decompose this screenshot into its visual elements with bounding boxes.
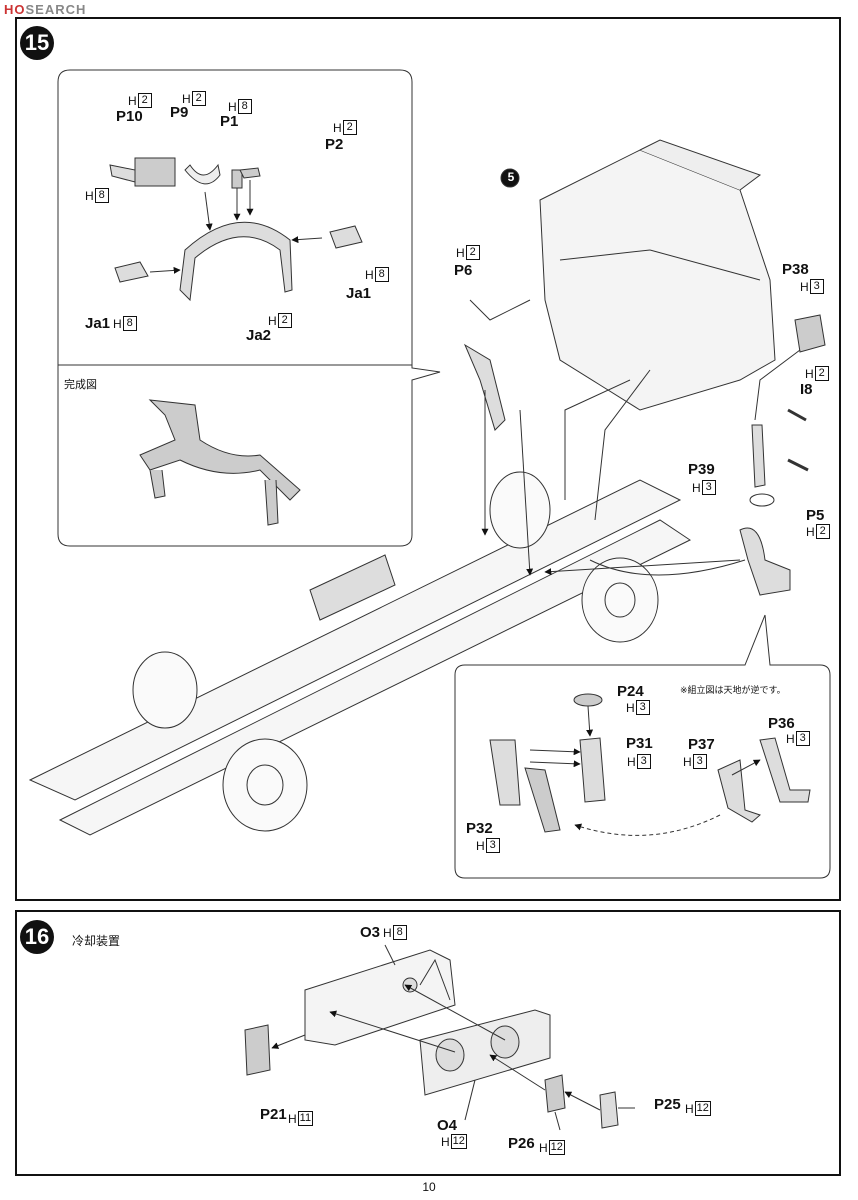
part-p5-label: P5 bbox=[806, 507, 825, 524]
rear-wheel-2 bbox=[222, 738, 308, 832]
step16-number: 16 bbox=[20, 920, 54, 954]
part-p21-drawing bbox=[244, 1024, 271, 1076]
part-p39-label: P39 bbox=[688, 461, 715, 478]
part-p25-label: P25 bbox=[654, 1096, 681, 1113]
part-p10-label: P10 bbox=[116, 108, 143, 125]
step16-title: 冷却装置 bbox=[72, 934, 121, 948]
part-o3-label: O3 bbox=[360, 924, 381, 941]
part-p9-drawing bbox=[184, 163, 221, 185]
part-p24-label: P24 bbox=[617, 683, 644, 700]
watermark-prefix: HO bbox=[4, 2, 26, 17]
part-p25-drawing bbox=[599, 1091, 619, 1129]
part-p37-drawing bbox=[717, 759, 761, 823]
part-p32-drawing bbox=[489, 739, 521, 806]
part-p1-label: P1 bbox=[220, 113, 239, 130]
part-p2-label: P2 bbox=[325, 136, 344, 153]
part-ja2-label: Ja2 bbox=[246, 327, 272, 344]
part-o4-label: O4 bbox=[437, 1117, 458, 1134]
page-number: 10 bbox=[422, 1180, 436, 1194]
inset-panel bbox=[57, 69, 441, 547]
part-p31-label: P31 bbox=[626, 735, 653, 752]
part-p26-label: P26 bbox=[508, 1135, 535, 1152]
part-p38-label: P38 bbox=[782, 261, 809, 278]
cab-ref-number: 5 bbox=[507, 170, 515, 184]
part-p39-drawing bbox=[751, 424, 766, 488]
watermark: HOSEARCH bbox=[4, 2, 86, 17]
part-ja1-left-drawing bbox=[114, 261, 149, 283]
rear-wheel-1 bbox=[132, 651, 198, 729]
assembly-note: ※組立図は天地が逆です。 bbox=[680, 686, 786, 696]
part-p38-drawing bbox=[794, 314, 826, 353]
front-wheel-1 bbox=[489, 471, 551, 549]
part-p26-drawing bbox=[544, 1074, 566, 1113]
part-p31-drawing bbox=[579, 737, 606, 803]
part-p6-label: P6 bbox=[454, 262, 473, 279]
part-p24-drawing bbox=[573, 693, 603, 707]
step15-number: 15 bbox=[20, 26, 54, 60]
exhaust-pipe-assembly bbox=[739, 527, 791, 596]
completed-view-drawing bbox=[139, 399, 301, 501]
inset-completed-label: 完成図 bbox=[64, 378, 97, 391]
part-p32-label: P32 bbox=[466, 820, 493, 837]
part-p36-label: P36 bbox=[768, 715, 795, 732]
part-p37-label: P37 bbox=[688, 736, 715, 753]
part-p9-label: P9 bbox=[170, 104, 189, 121]
part-i8-label: I8 bbox=[800, 381, 813, 398]
part-ja1-left-label: Ja1 bbox=[85, 315, 111, 332]
detail-panel bbox=[454, 614, 831, 879]
chassis-frame-drawing bbox=[28, 479, 682, 801]
part-p36-drawing bbox=[759, 737, 811, 803]
part-p21-label: P21 bbox=[260, 1106, 287, 1123]
part-ja1-right-label: Ja1 bbox=[346, 285, 372, 302]
part-o3-drawing bbox=[304, 949, 456, 1046]
part-o4-drawing bbox=[419, 1009, 551, 1096]
part-ja2-drawing bbox=[179, 221, 293, 302]
watermark-text: SEARCH bbox=[25, 2, 87, 17]
part-ja1-right-drawing bbox=[329, 225, 363, 249]
part-p10-drawing bbox=[134, 157, 176, 187]
front-wheel-2 bbox=[581, 557, 659, 643]
